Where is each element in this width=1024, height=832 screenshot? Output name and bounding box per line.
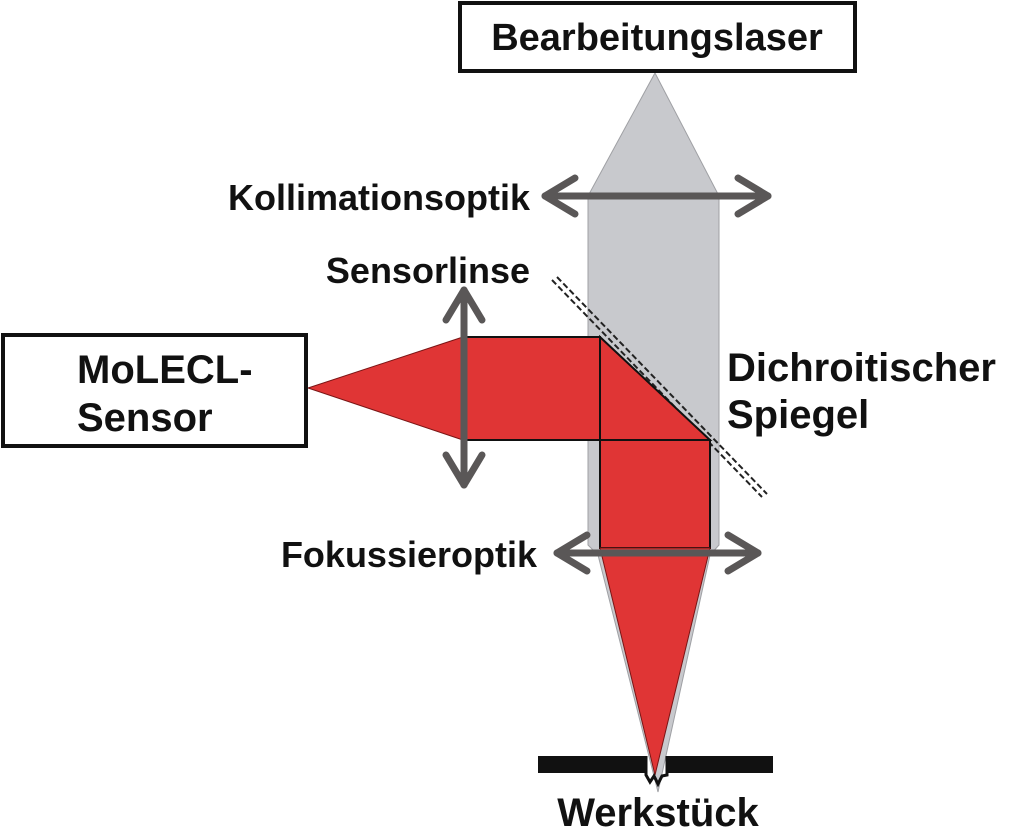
sensor-lens-arrow bbox=[442, 286, 486, 489]
dichroic-mirror bbox=[551, 276, 768, 498]
sensor-beam-vertical bbox=[599, 439, 711, 549]
laser-label: Bearbeitungslaser bbox=[491, 17, 823, 59]
collimation-optics-arrow bbox=[541, 174, 772, 218]
sensor-beam bbox=[306, 334, 713, 776]
mirror-label-line1: Dichroitischer bbox=[727, 346, 996, 390]
sensor-lens-label: Sensorlinse bbox=[326, 250, 530, 291]
workpiece bbox=[538, 756, 773, 788]
sensor-box bbox=[1, 333, 308, 448]
sensor-beam-horizontal bbox=[462, 336, 601, 441]
mirror-label-line2: Spiegel bbox=[727, 393, 869, 437]
sensor-label-line2: Sensor bbox=[77, 396, 213, 440]
sensor-beam-focus-cone bbox=[599, 547, 711, 776]
sensor-label-line1: MoLECL- bbox=[77, 348, 253, 392]
collimation-label: Kollimationsoptik bbox=[228, 177, 531, 218]
laser-box bbox=[458, 1, 857, 73]
workpiece-label: Werkstück bbox=[557, 791, 759, 832]
focusing-optics-arrow bbox=[553, 531, 762, 575]
focusing-label: Fokussieroptik bbox=[281, 534, 538, 575]
sensor-beam-cone bbox=[306, 336, 464, 441]
